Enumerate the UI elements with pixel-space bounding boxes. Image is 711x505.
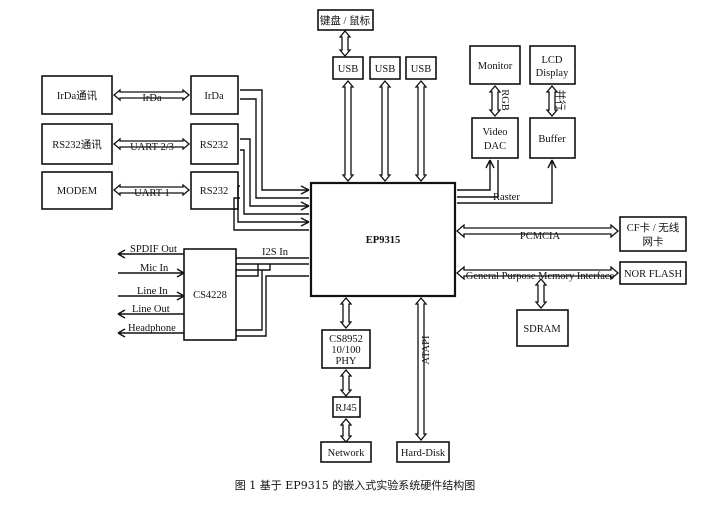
rs232-comm-box [41, 123, 113, 165]
irda-label: IrDa [204, 91, 224, 102]
phy-arrow [339, 296, 353, 330]
irda-bus-arrow [112, 88, 191, 102]
usb-2-box [369, 56, 401, 80]
phy-line3: PHY [335, 356, 356, 367]
pcmcia-bus-arrow [456, 223, 619, 239]
kb-usb-arrow [338, 29, 352, 58]
rs232-b-label: RS232 [200, 186, 229, 197]
hard-disk-box [396, 441, 450, 463]
line-out-label: Line Out [132, 304, 170, 315]
mic-in-label: Mic In [140, 263, 169, 274]
irda-comm-box [41, 75, 113, 115]
usb-1-box [332, 56, 364, 80]
nor-flash-box [619, 261, 687, 285]
rs232-a-label: RS232 [200, 140, 229, 151]
network-arrow [339, 417, 353, 444]
rs232-b-box [190, 171, 239, 210]
usb-3-box [405, 56, 437, 80]
lcd-label-line1: LCD [542, 55, 563, 66]
rgb-label: RGB [499, 89, 510, 111]
pcmcia-label: PCMCIA [520, 231, 561, 242]
usb-1-arrow [341, 79, 355, 183]
headphone-label: Headphone [128, 323, 176, 334]
modem-box [41, 171, 113, 210]
buffer-bus-label: 并行 [554, 90, 567, 111]
network-box [320, 441, 372, 463]
sdram-arrow [534, 277, 548, 310]
ep9315-label: EP9315 [366, 235, 400, 246]
keyboard-mouse-box [317, 9, 374, 31]
cs4228-label: CS4228 [193, 290, 227, 301]
usb-2-arrow [378, 79, 392, 183]
lcd-label-line2: Display [536, 68, 569, 79]
usb-2-label: USB [375, 64, 395, 75]
phy-box [321, 329, 371, 369]
monitor-label: Monitor [478, 61, 513, 72]
video-dac-line1: Video [482, 127, 507, 138]
network-label: Network [328, 448, 365, 459]
cf-card-box [619, 216, 687, 252]
audio-ports: SPDIF Out Mic In Line In Line Out Headph… [117, 244, 185, 338]
usb-3-label: USB [411, 64, 431, 75]
rj45-box [332, 396, 361, 418]
raster-connections [457, 159, 557, 204]
irda-box [190, 75, 239, 115]
uart1-bus-arrow [112, 183, 191, 197]
uart23-bus-label: UART 2/3 [130, 142, 174, 153]
ep9315-chip [309, 181, 457, 298]
monitor-box [469, 45, 521, 85]
rj45-label: RJ45 [335, 403, 357, 414]
video-dac-box [471, 117, 519, 159]
gpmi-bus-arrow [456, 265, 619, 281]
rgb-arrow [488, 84, 502, 118]
irda-bus-label: IrDa [142, 93, 162, 104]
keyboard-mouse-label: 键盘 / 鼠标 [320, 14, 371, 27]
i2s-label: I2S In [262, 247, 289, 258]
uart23-bus-arrow [112, 137, 191, 151]
hard-disk-label: Hard-Disk [401, 448, 446, 459]
atapi-label: ATAPI [421, 335, 432, 364]
sdram-box [516, 309, 569, 347]
line-in-label: Line In [137, 286, 168, 297]
modem-label: MODEM [57, 186, 98, 197]
rs232-comm-label: RS232通讯 [52, 138, 102, 151]
video-dac-line2: DAC [484, 141, 506, 152]
cs4228-box [183, 248, 237, 341]
usb-1-label: USB [338, 64, 358, 75]
uart1-bus-label: UART 1 [134, 188, 170, 199]
i2s-connections [236, 257, 309, 337]
buffer-box [529, 117, 576, 159]
usb-3-arrow [414, 79, 428, 183]
sdram-label: SDRAM [523, 324, 561, 335]
raster-label: Raster [493, 192, 520, 203]
buffer-bus-arrow [545, 84, 559, 118]
lcd-box [529, 45, 576, 85]
cf-card-line2: 网卡 [643, 235, 664, 248]
nor-flash-label: NOR FLASH [624, 269, 682, 280]
spdif-out-label: SPDIF Out [130, 244, 177, 255]
rs232-a-box [190, 123, 239, 165]
buffer-label: Buffer [538, 134, 566, 145]
gpmi-label: General Purpose Memory Interface [466, 271, 615, 282]
atapi-arrow [414, 296, 428, 442]
rj45-arrow [339, 368, 353, 398]
cf-card-line1: CF卡 / 无线 [627, 221, 680, 234]
phy-line2: 10/100 [331, 345, 360, 356]
irda-comm-label: IrDa通讯 [57, 89, 98, 102]
left-connections [233, 89, 310, 231]
figure-caption: 图 1 基于 EP9315 的嵌入式实验系统硬件结构图 [235, 478, 475, 492]
phy-line1: CS8952 [329, 334, 363, 345]
